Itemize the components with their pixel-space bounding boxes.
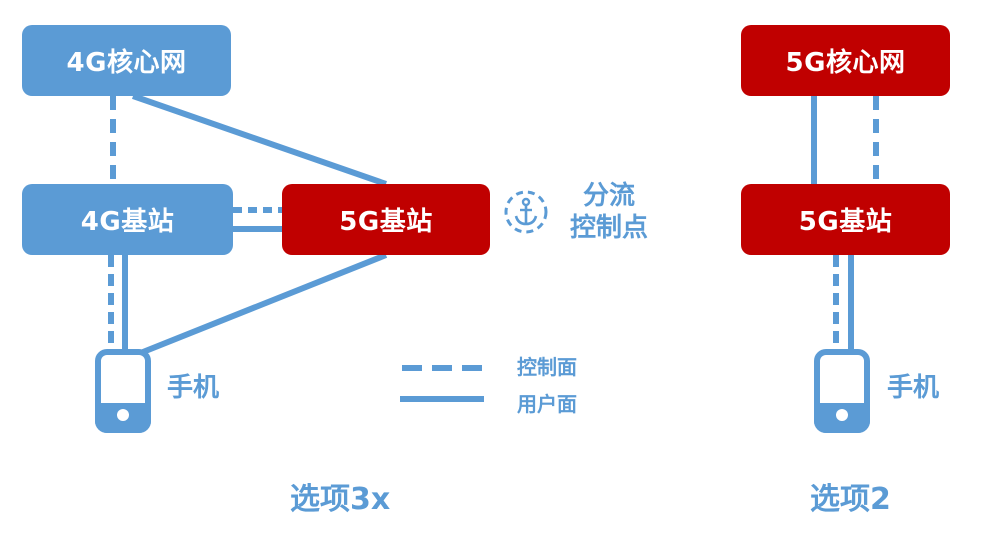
nr-phone-user-link: [141, 252, 388, 355]
nr-station-label-left: 5G基站: [339, 207, 433, 237]
caption-left: 选项3x: [290, 482, 391, 517]
phone-icon: [95, 349, 151, 433]
core4g-nr-user-link: [132, 93, 387, 187]
caption-right: 选项2: [810, 482, 891, 517]
control-point-label: 分流 控制点: [559, 180, 659, 244]
nr-station-box-left: 5G基站: [282, 184, 490, 255]
legend-control-plane-label: 控制面: [517, 355, 577, 379]
anchor-icon: [504, 190, 548, 234]
core-4g-box: 4G核心网: [22, 25, 231, 96]
phone-label-left: 手机: [167, 373, 220, 403]
lte-station-box: 4G基站: [22, 184, 233, 255]
nr-station-box-right: 5G基站: [741, 184, 950, 255]
core-5g-label: 5G核心网: [785, 48, 906, 78]
control-point-line2: 控制点: [569, 213, 648, 243]
control-point-line1: 分流: [582, 181, 635, 211]
core-5g-box: 5G核心网: [741, 25, 950, 96]
legend-user-plane-label: 用户面: [517, 392, 577, 416]
phone-label-right: 手机: [887, 373, 940, 403]
core-4g-label: 4G核心网: [66, 48, 187, 78]
lte-station-label: 4G基站: [80, 207, 175, 237]
nr-station-label-right: 5G基站: [798, 207, 893, 237]
phone-icon-right: [814, 349, 870, 433]
